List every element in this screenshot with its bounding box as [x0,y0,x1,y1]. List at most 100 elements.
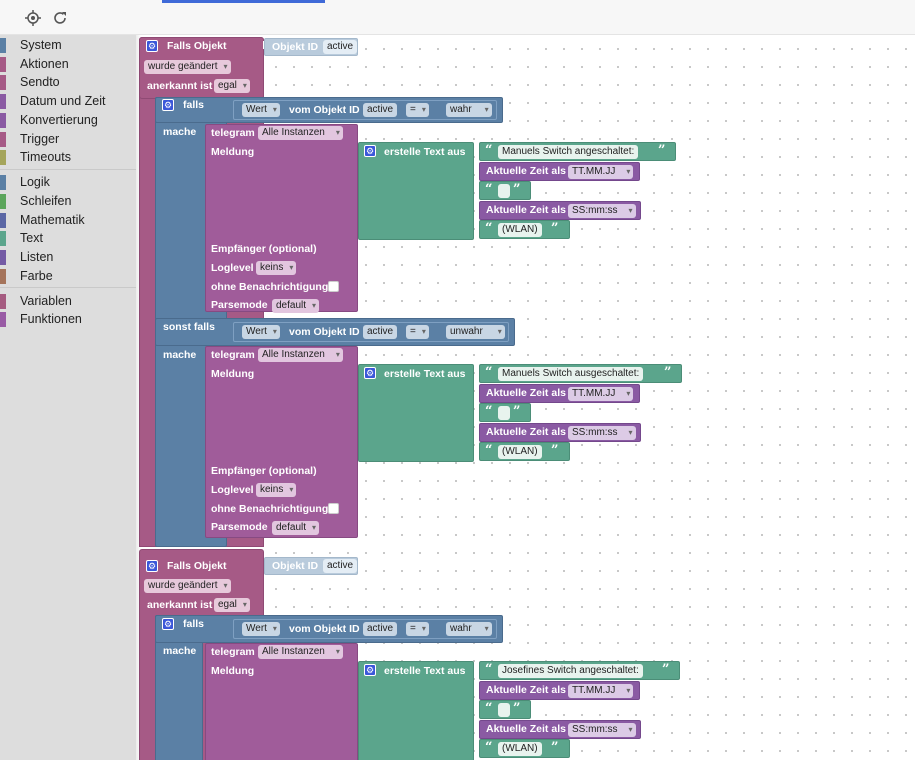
boolean-dropdown[interactable]: wahr [446,103,492,117]
date-format-dropdown[interactable]: TT.MM.JJ [568,387,634,401]
ohne-benachrichtigung-checkbox[interactable] [328,281,339,292]
category-swatch [0,194,6,209]
text-join-block-2[interactable] [358,364,474,462]
operator-dropdown[interactable]: = [406,103,429,117]
category-label: Variablen [20,294,72,308]
objekt-id-value[interactable]: active [363,325,398,339]
category-listen[interactable]: Listen [0,248,136,267]
anerkannt-dropdown[interactable]: egal [214,598,250,612]
parsemode-dropdown[interactable]: default [272,521,320,535]
date-format-dropdown[interactable]: TT.MM.JJ [568,165,634,179]
text-value[interactable]: Manuels Switch ausgeschaltet: [498,367,644,381]
text-value[interactable]: Manuels Switch angeschaltet: [498,145,639,159]
telegram-label: telegram [211,646,255,658]
category-mathematik[interactable]: Mathematik [0,211,136,230]
category-label: System [20,38,62,52]
ohne-benachrichtigung-label: ohne Benachrichtigung [211,503,329,515]
telegram-block-1[interactable] [205,124,358,312]
category-label: Aktionen [20,57,69,71]
category-konvertierung[interactable]: Konvertierung [0,111,136,130]
gear-icon[interactable]: ⚙ [162,618,174,630]
objekt-id-value[interactable]: active [363,103,398,117]
operator-dropdown[interactable]: = [406,622,429,636]
text-join-block-1[interactable] [358,142,474,240]
category-swatch [0,231,6,246]
parsemode-dropdown[interactable]: default [272,299,320,313]
text-join-block-3[interactable] [358,661,474,760]
objekt-id-value[interactable]: active [323,40,358,54]
boolean-dropdown[interactable]: unwahr [446,325,505,339]
instance-dropdown[interactable]: Alle Instanzen [258,348,343,362]
vom-objekt-id-label: vom Objekt ID [289,326,360,338]
refresh-icon[interactable] [52,10,68,26]
gear-icon[interactable]: ⚙ [364,664,376,676]
category-timeouts[interactable]: Timeouts [0,148,136,167]
empfaenger-label: Empfänger (optional) [211,465,317,477]
gear-icon[interactable]: ⚙ [364,145,376,157]
text-value[interactable]: Josefines Switch angeschaltet: [498,664,643,678]
text-value[interactable]: (WLAN) [498,742,542,756]
category-logik[interactable]: Logik [0,173,136,192]
objekt-id-value[interactable]: active [323,559,358,573]
category-text[interactable]: Text [0,229,136,248]
category-label: Konvertierung [20,113,98,127]
ohne-benachrichtigung-checkbox[interactable] [328,503,339,514]
category-sendto[interactable]: Sendto [0,73,136,92]
category-schleifen[interactable]: Schleifen [0,192,136,211]
text-value[interactable]: (WLAN) [498,445,542,459]
gear-icon[interactable]: ⚙ [146,560,158,572]
time-format-dropdown[interactable]: SS:mm:ss [568,426,636,440]
instance-dropdown[interactable]: Alle Instanzen [258,645,343,659]
category-variablen[interactable]: Variablen [0,292,136,311]
category-label: Listen [20,250,54,264]
category-farbe[interactable]: Farbe [0,267,136,286]
aktuelle-zeit-label: Aktuelle Zeit als [486,684,566,696]
time-format-dropdown[interactable]: SS:mm:ss [568,723,636,737]
quote-close: ” [513,404,521,419]
category-label: Text [20,231,43,245]
category-swatch [0,150,6,165]
instance-dropdown[interactable]: Alle Instanzen [258,126,343,140]
trigger-label: Falls Objekt [167,560,227,572]
wert-dropdown[interactable]: Wert [242,622,280,636]
loglevel-dropdown[interactable]: keins [256,483,297,497]
time-format-dropdown[interactable]: SS:mm:ss [568,204,636,218]
category-datum-und-zeit[interactable]: Datum und Zeit [0,92,136,111]
telegram-block-3[interactable] [205,643,358,760]
text-value[interactable] [498,184,510,198]
text-value[interactable] [498,406,510,420]
category-label: Logik [20,175,50,189]
quote-close: ” [662,662,670,677]
wert-dropdown[interactable]: Wert [242,103,280,117]
category-aktionen[interactable]: Aktionen [0,55,136,74]
date-format-dropdown[interactable]: TT.MM.JJ [568,684,634,698]
loglevel-dropdown[interactable]: keins [256,261,297,275]
trigger-condition-dropdown[interactable]: wurde geändert [144,579,231,593]
workspace-edge-shadow [136,35,141,760]
objekt-id-value[interactable]: active [363,622,398,636]
text-value[interactable]: (WLAN) [498,223,542,237]
gear-icon[interactable]: ⚙ [162,99,174,111]
wert-dropdown[interactable]: Wert [242,325,280,339]
anerkannt-dropdown[interactable]: egal [214,79,250,93]
category-system[interactable]: System [0,36,136,55]
objekt-id-label: Objekt ID [272,41,319,53]
if-label: falls [183,99,205,111]
gear-icon[interactable]: ⚙ [364,367,376,379]
vom-objekt-id-label: vom Objekt ID [289,623,360,635]
quote-open: “ [485,701,493,716]
category-swatch [0,38,6,53]
text-value[interactable] [498,703,510,717]
quote-open: “ [485,662,493,677]
category-funktionen[interactable]: Funktionen [0,310,136,329]
gear-icon[interactable]: ⚙ [146,40,158,52]
boolean-dropdown[interactable]: wahr [446,622,492,636]
operator-dropdown[interactable]: = [406,325,429,339]
aktuelle-zeit-label: Aktuelle Zeit als [486,723,566,735]
blockly-workspace[interactable]: ⚙ Falls Objekt Objekt ID active wurde ge… [136,35,915,760]
trigger-condition-dropdown[interactable]: wurde geändert [144,60,231,74]
category-trigger[interactable]: Trigger [0,130,136,149]
quote-open: “ [485,365,493,380]
parsemode-label: Parsemode [211,521,268,533]
locate-icon[interactable] [25,10,41,26]
